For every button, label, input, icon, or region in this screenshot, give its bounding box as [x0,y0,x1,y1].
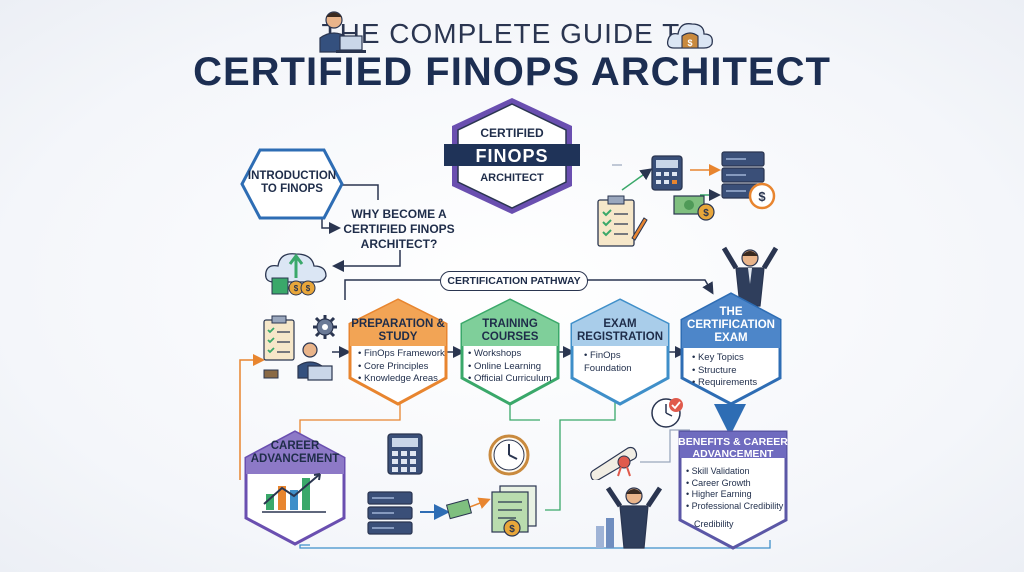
gear-icon [313,315,337,339]
documents-icon: $ [491,485,537,537]
step-2-bullet-1: Workshops [468,348,560,361]
step-4-bullet-3: Requirements [692,377,782,390]
svg-text:$: $ [703,208,709,219]
badge-top-text: CERTIFIED [480,126,544,140]
badge-middle-text: FINOPS [475,146,549,166]
study-person-icon [263,315,333,381]
benefits-bullet-1: Skill Validation [686,466,790,478]
career-hexagon [244,430,346,546]
step-2-bullet-3: Official Curriculum [468,373,560,386]
calculator-icon-bottom [387,433,423,475]
intro-line-2: TO FINOPS [261,183,323,195]
celebrating-person-icon [722,246,778,307]
badge-bottom-text: ARCHITECT [480,172,544,184]
benefits-line-1: BENEFITS & CAREER [678,436,788,448]
step-3-title-line-1: EXAM [603,318,637,330]
certification-badge [444,98,580,214]
svg-text:$: $ [509,524,515,535]
step-1-title-line-1: PREPARATION & [351,318,445,330]
step-2-bullets: Workshops Online Learning Official Curri… [468,348,560,386]
intro-label: INTRODUCTION TO FINOPS [240,170,344,196]
step-2-title: TRAINING COURSES [460,318,560,344]
benefits-bullet-2: Career Growth [686,478,790,490]
person-laptop-icon [319,11,366,53]
svg-text:$: $ [294,284,299,293]
certification-pathway-label: CERTIFICATION PATHWAY [440,271,588,291]
benefits-bullets: Skill Validation Career Growth Higher Ea… [686,466,790,512]
step-4-title: THE CERTIFICATION EXAM [680,306,782,345]
clock-icon [488,434,530,476]
step-1-bullets: FinOps Framework Core Principles Knowled… [358,348,448,386]
diploma-icon [590,446,638,480]
step-3-bullets: FinOps Foundation [580,350,670,375]
title-line-1: THE COMPLETE GUIDE TO [321,18,703,49]
svg-text:$: $ [306,284,311,293]
career-line-1: CAREER [270,440,320,452]
title-line-2: CERTIFIED FINOPS ARCHITECT [193,50,831,94]
step-3-title: EXAM REGISTRATION [570,318,670,344]
step-1-bullet-2: Core Principles [358,361,448,374]
benefits-bullet-3: Higher Earning [686,489,790,501]
why-line-3: ARCHITECT? [360,237,438,251]
intro-hexagon [240,148,344,220]
benefits-title: BENEFITS & CAREER ADVANCEMENT [676,436,790,460]
server-icon: $ [721,151,776,210]
cloud-money-icon: $ [666,23,713,49]
step-1-title: PREPARATION & STUDY [348,318,448,344]
server-icon-bottom [367,491,413,535]
step-4-bullet-1: Key Topics [692,352,782,365]
benefits-extra: Credibility [694,519,734,529]
svg-text:$: $ [687,38,692,48]
step-4-title-line-3: EXAM [714,332,748,344]
calculator-icon [651,155,683,191]
step-4-title-line-2: CERTIFICATION [687,319,775,331]
step-1-title-line-2: STUDY [378,331,418,343]
why-line-2: CERTIFIED FINOPS [343,222,455,236]
step-1-bullet-1: FinOps Framework [358,348,448,361]
why-become-text: WHY BECOME A CERTIFIED FINOPS ARCHITECT? [340,207,458,252]
money-stack-icon: $ [673,195,715,221]
cloud-upload-icon: $ $ [265,253,327,296]
checkmark-clock-icon [651,398,683,428]
money-icon-small [446,498,473,520]
step-3-bullet-1: FinOps Foundation [580,350,670,375]
why-line-1: WHY BECOME A [351,207,447,221]
step-1-bullet-3: Knowledge Areas [358,373,448,386]
step-2-bullet-2: Online Learning [468,361,560,374]
step-2-title-line-2: COURSES [481,331,539,343]
step-4-bullets: Key Topics Structure Requirements [692,352,782,390]
career-line-2: ADVANCEMENT [250,453,340,465]
step-2-title-line-1: TRAINING [482,318,538,330]
benefits-bullet-4: Professional Credibility [686,501,790,513]
step-4-title-line-1: THE [719,306,743,318]
svg-text:$: $ [758,189,766,204]
checklist-icon [597,195,648,247]
intro-line-1: INTRODUCTION [247,170,337,182]
celebrating-person-bottom-icon [596,486,662,549]
step-3-title-line-2: REGISTRATION [576,331,664,343]
step-4-bullet-2: Structure [692,365,782,378]
career-title: CAREER ADVANCEMENT [244,440,346,466]
benefits-line-2: ADVANCEMENT [692,448,774,460]
